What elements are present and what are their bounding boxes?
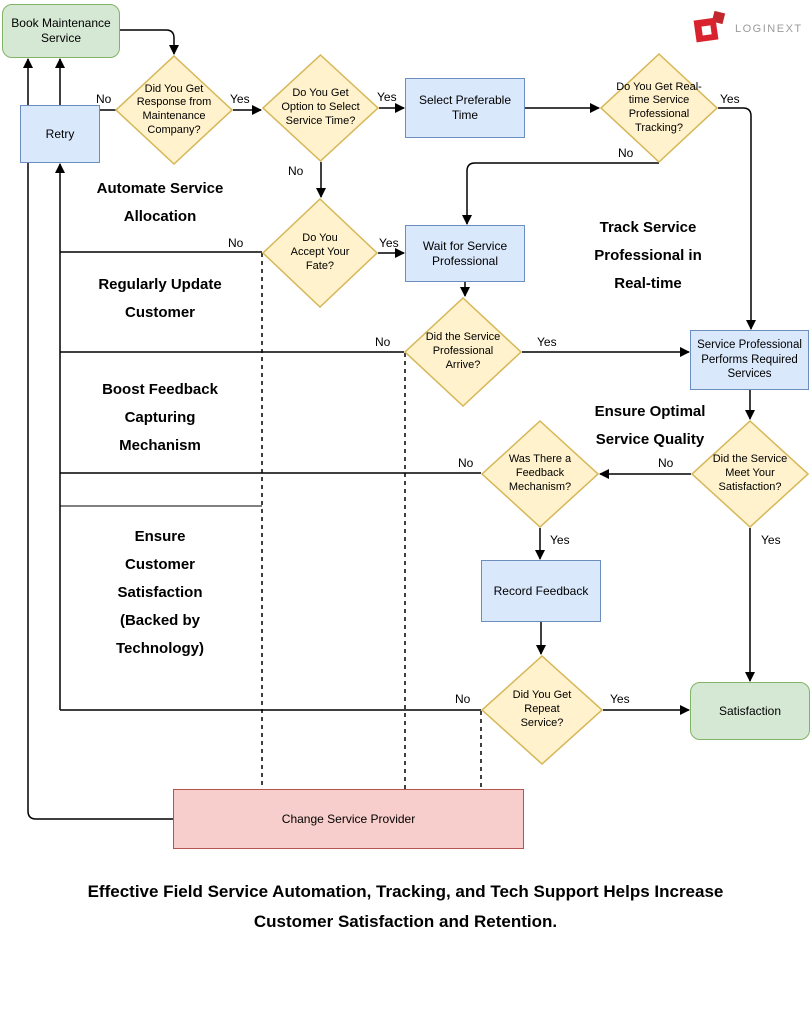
edge-book-to-response [120, 29, 179, 55]
diamond-shape [404, 297, 522, 407]
node-label: Do You Get Option to Select Service Time… [281, 87, 360, 127]
node-label: Record Feedback [493, 583, 589, 598]
loginext-logo: LOGINEXT [692, 10, 803, 48]
edge-label-option-yes: Yes [377, 90, 397, 104]
edge-tracking-no [462, 162, 659, 225]
diamond-shape [115, 55, 233, 165]
node-label: Did You Get Repeat Service? [512, 689, 572, 729]
diamond-shape [600, 53, 718, 163]
node-accept-your-fate: Do You Accept Your Fate? [262, 198, 378, 308]
node-select-preferable-time: Select Preferable Time [405, 78, 525, 138]
diamond-shape [691, 420, 809, 528]
diamond-shape [481, 420, 599, 528]
edge-label-tracking-no: No [618, 146, 634, 160]
edge-label-meet-yes: Yes [761, 533, 781, 547]
caption-text: Effective Field Service Automation, Trac… [87, 882, 724, 931]
node-service-professional-performs: Service Professional Performs Required S… [690, 330, 809, 390]
node-feedback-mechanism: Was There a Feedback Mechanism? [481, 420, 599, 528]
label-automate-service-allocation: Automate Service Allocation [96, 180, 224, 225]
node-retry: Retry [20, 105, 100, 163]
edge-label-response-yes: Yes [230, 92, 250, 106]
node-label: Did the Service Meet Your Satisfaction? [712, 453, 788, 493]
edge-label-option-no: No [288, 164, 304, 178]
edge-label-arrive-yes: Yes [537, 335, 557, 349]
node-record-feedback: Record Feedback [481, 560, 601, 622]
label-ensure-optimal-quality: Ensure Optimal Service Quality [594, 403, 706, 448]
node-label: Did You Get Response from Maintenance Co… [136, 82, 212, 136]
edge-label-arrive-no: No [375, 335, 391, 349]
node-label: Do You Accept Your Fate? [290, 232, 350, 272]
edge-label-fate-yes: Yes [379, 236, 399, 250]
node-label: Book Maintenance Service [11, 16, 111, 45]
loginext-cube-icon [692, 10, 728, 48]
node-label: Change Service Provider [281, 811, 416, 826]
node-option-to-select-time: Do You Get Option to Select Service Time… [262, 54, 379, 162]
logo-cube-hole [700, 24, 712, 36]
node-label: Did the Service Professional Arrive? [425, 331, 501, 371]
label-regularly-update-customer: Regularly Update Customer [98, 276, 222, 321]
edge-label-meet-no: No [658, 456, 674, 470]
node-satisfaction: Satisfaction [690, 682, 810, 740]
node-label: Do You Get Real-time Service Professiona… [616, 80, 702, 134]
node-meet-your-satisfaction: Did the Service Meet Your Satisfaction? [691, 420, 809, 528]
logo-big-cube [693, 17, 719, 43]
logo-wordmark: LOGINEXT [735, 23, 803, 35]
node-wait-for-service-professional: Wait for Service Professional [405, 225, 525, 282]
edge-label-tracking-yes: Yes [720, 92, 740, 106]
edge-label-response-no: No [96, 92, 112, 106]
label-ensure-customer-satisfaction: Ensure Customer Satisfaction (Backed by … [115, 528, 205, 657]
node-did-you-get-response: Did You Get Response from Maintenance Co… [115, 55, 233, 165]
node-realtime-tracking: Do You Get Real-time Service Professiona… [600, 53, 718, 163]
diamond-shape [481, 655, 603, 765]
edge-tracking-yes [718, 107, 756, 330]
edge-label-repeat-no: No [455, 692, 471, 706]
node-label: Select Preferable Time [418, 93, 512, 122]
node-label: Service Professional Performs Required S… [697, 339, 802, 381]
node-label: Wait for Service Professional [422, 238, 508, 268]
node-change-service-provider: Change Service Provider [173, 789, 524, 849]
node-label: Was There a Feedback Mechanism? [508, 453, 572, 493]
edge-label-repeat-yes: Yes [610, 692, 630, 706]
edge-label-feedback-yes: Yes [550, 533, 570, 547]
node-label: Retry [45, 126, 75, 141]
edge-label-fate-no: No [228, 236, 244, 250]
node-did-professional-arrive: Did the Service Professional Arrive? [404, 297, 522, 407]
diamond-shape [262, 198, 378, 308]
node-label: Satisfaction [718, 703, 782, 718]
rail-provider-to-book [23, 58, 173, 820]
diamond-shape [262, 54, 379, 162]
node-book-maintenance-service: Book Maintenance Service [2, 4, 120, 58]
node-repeat-service: Did You Get Repeat Service? [481, 655, 603, 765]
label-track-service-professional: Track Service Professional in Real-time [594, 219, 702, 292]
edge-label-feedback-no: No [458, 456, 474, 470]
label-boost-feedback-capturing: Boost Feedback Capturing Mechanism [102, 381, 218, 454]
